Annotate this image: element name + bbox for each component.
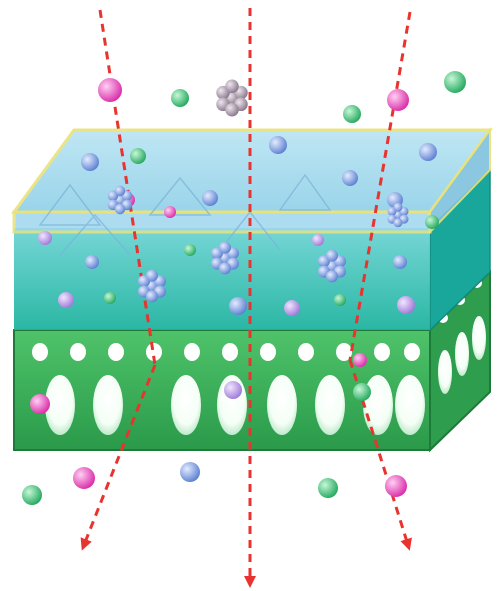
molecular-cluster: [387, 202, 409, 228]
green-solute: [353, 383, 371, 401]
pore-large: [93, 375, 123, 435]
green-solute: [343, 105, 361, 123]
pore-small: [260, 343, 276, 361]
pore-small: [404, 343, 420, 361]
pore-small: [184, 343, 200, 361]
molecular-cluster: [318, 249, 346, 283]
blue-solute: [229, 297, 247, 315]
purple-solute: [284, 300, 300, 316]
molecular-cluster: [107, 185, 133, 215]
particles: [22, 71, 466, 505]
pore-small: [222, 343, 238, 361]
green-solute: [130, 148, 146, 164]
pore-small: [298, 343, 314, 361]
pore-large: [395, 375, 425, 435]
molecular-cluster: [211, 241, 239, 275]
pink-solute: [98, 78, 122, 102]
dashed-arrow-right: [348, 11, 412, 361]
green-solute: [425, 215, 439, 229]
pink-solute: [30, 394, 50, 414]
cluster-atom: [219, 262, 231, 275]
cluster-atom: [326, 270, 338, 283]
cluster-atom: [114, 185, 126, 197]
green-solute: [334, 294, 346, 306]
green-solute: [22, 485, 42, 505]
cluster-atom: [225, 79, 239, 94]
green-solute: [444, 71, 466, 93]
cluster-atom: [146, 269, 158, 282]
pore-large: [267, 375, 297, 435]
side-pore: [438, 350, 452, 394]
pore-small: [70, 343, 86, 361]
layer-lattice: [38, 173, 332, 256]
blue-solute: [419, 143, 437, 161]
green-solute: [318, 478, 338, 498]
pink-solute: [387, 89, 409, 111]
pink-solute: [164, 206, 176, 218]
green-solute: [184, 244, 196, 256]
pink-solute: [73, 467, 95, 489]
pore-small: [336, 343, 352, 361]
dashed-arrow-left-lower: [80, 364, 157, 551]
pore-small: [32, 343, 48, 361]
pore-large: [45, 375, 75, 435]
cluster-atom: [219, 241, 231, 254]
blue-solute: [85, 255, 99, 269]
support-pores: [32, 343, 425, 435]
pink-solute: [353, 353, 367, 367]
purple-solute: [38, 231, 52, 245]
molecular-cluster: [216, 79, 248, 117]
purple-solute: [58, 292, 74, 308]
pink-solute: [385, 475, 407, 497]
pore-small: [108, 343, 124, 361]
blue-solute: [393, 255, 407, 269]
cluster-atom: [326, 249, 338, 262]
cluster-atom: [225, 102, 239, 117]
cluster-atom: [146, 290, 158, 303]
cluster-atom: [393, 218, 403, 228]
blue-solute: [342, 170, 358, 186]
molecular-cluster: [138, 269, 166, 303]
blue-solute: [81, 153, 99, 171]
purple-solute: [224, 381, 242, 399]
pore-large: [363, 375, 393, 435]
side-pore: [472, 316, 486, 360]
dashed-arrow-left: [98, 9, 157, 366]
blue-solute: [180, 462, 200, 482]
pore-large: [315, 375, 345, 435]
green-solute: [171, 89, 189, 107]
purple-solute: [397, 296, 415, 314]
cluster-atom: [393, 202, 403, 212]
pore-large: [171, 375, 201, 435]
side-pore: [455, 332, 469, 376]
pore-small: [146, 343, 162, 361]
pore-small: [374, 343, 390, 361]
green-solute: [104, 292, 116, 304]
cluster-atom: [114, 203, 126, 215]
blue-solute: [202, 190, 218, 206]
blue-solute: [269, 136, 287, 154]
purple-solute: [312, 234, 324, 246]
